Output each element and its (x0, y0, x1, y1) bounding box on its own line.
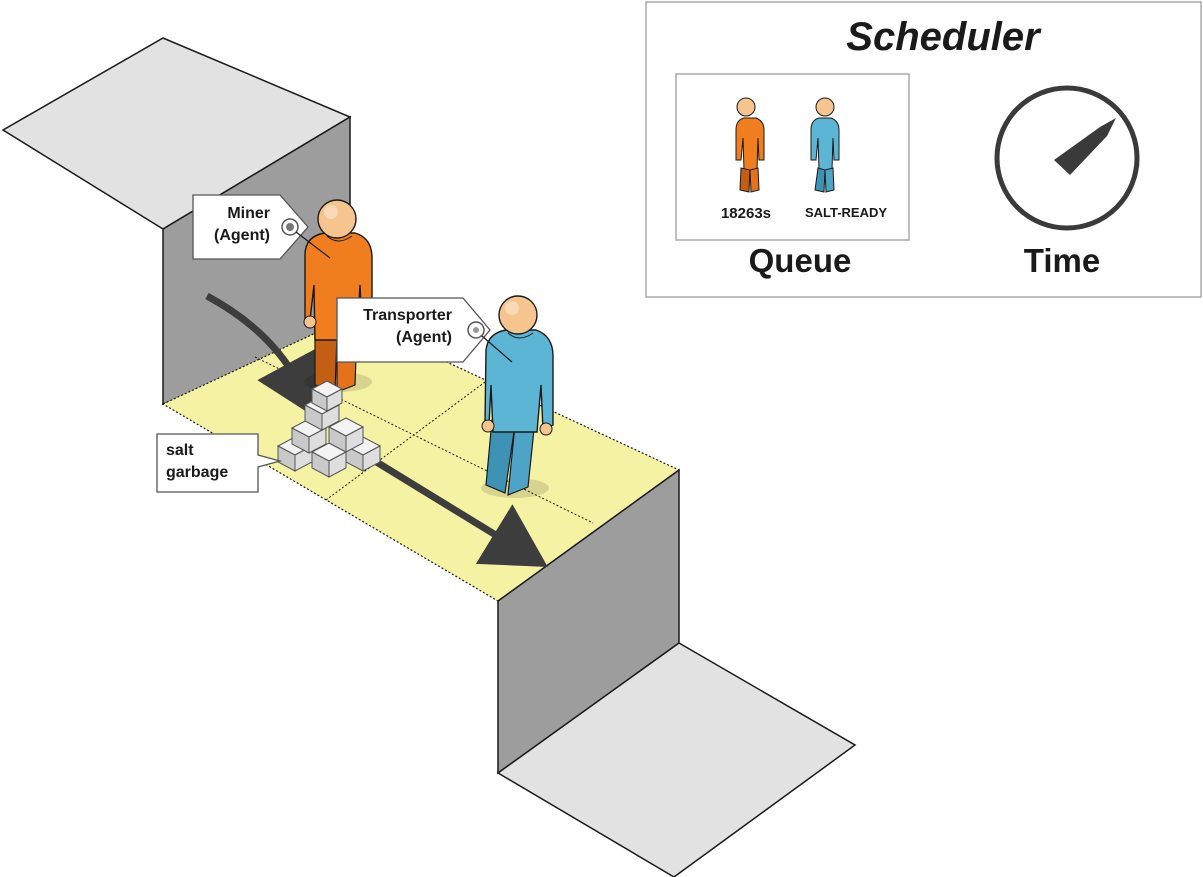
scheduler-panel: Scheduler 18263s SALT-READY Queue T (645, 1, 1202, 298)
scheduler-title: Scheduler (846, 15, 1042, 59)
queue-item-label: 18263s (721, 205, 771, 222)
transporter-agent-figure (481, 295, 554, 498)
queue-item-miner-figure (735, 97, 765, 193)
time-label: Time (1024, 242, 1100, 279)
floor-grid-line (325, 381, 486, 501)
clock-icon (994, 85, 1140, 231)
dig-arrow (205, 292, 319, 419)
floor-grid-line (254, 356, 594, 524)
queue-item-transporter-figure (810, 97, 840, 193)
transporter-tag-line1: Transporter (363, 307, 452, 324)
miner-tag: Miner (Agent) (192, 194, 331, 260)
transport-arrow (368, 455, 548, 567)
salt-garbage-label: salt garbage (156, 433, 283, 493)
miner-tag-line2: (Agent) (214, 227, 270, 244)
salt-garbage-pile (276, 380, 382, 478)
transporter-tag: Transporter (Agent) (336, 297, 513, 363)
miner-tag-line1: Miner (227, 205, 270, 222)
transporter-tag-line2: (Agent) (396, 329, 452, 346)
lower-platform-top (496, 642, 857, 877)
queue-label: Queue (749, 242, 852, 279)
queue-box: 18263s SALT-READY (675, 73, 910, 241)
salt-label-line2: garbage (166, 464, 228, 481)
queue-item-label: SALT-READY (805, 205, 887, 220)
salt-label-line1: salt (166, 442, 194, 459)
